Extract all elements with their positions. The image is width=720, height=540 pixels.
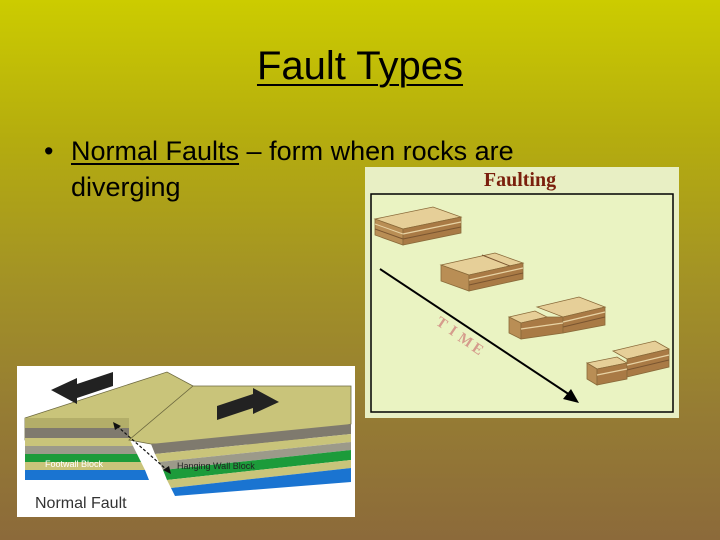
normal-fault-diagram: Footwall Block Hanging Wall Block Normal…	[17, 366, 355, 517]
bullet-marker: •	[44, 136, 54, 166]
bullet-term: Normal Faults	[71, 136, 240, 166]
rock-block-stage-1	[373, 206, 463, 246]
footwall-motion-arrow	[51, 372, 113, 404]
bullet-normal-faults: • Normal Faults – form when rocks are div…	[44, 133, 644, 205]
time-arrow-head	[563, 389, 579, 403]
bullet-text: Normal Faults – form when rocks are diver…	[71, 133, 644, 205]
rock-block-stage-3	[507, 296, 607, 340]
fault-arrow-down	[163, 466, 171, 474]
footwall-block	[24, 371, 194, 480]
fault-arrow-up	[113, 422, 121, 430]
time-arrow-line	[379, 268, 574, 398]
faulting-diagram: Faulting T I M E	[365, 167, 679, 418]
rock-block-stage-2	[439, 252, 525, 292]
faulting-title: Faulting	[484, 169, 556, 191]
fault-plane-line	[116, 425, 168, 471]
faulting-diagram-svg: Faulting T I M E	[365, 167, 679, 418]
hanging-wall-block	[128, 385, 352, 496]
rock-block-stage-4	[585, 340, 671, 386]
bullet-rest-line2: diverging	[71, 172, 181, 202]
slide-title: Fault Types	[256, 44, 464, 88]
hanging-wall-motion-arrow	[217, 388, 279, 420]
hanging-wall-label: Hanging Wall Block	[177, 461, 255, 471]
normal-fault-diagram-svg: Footwall Block Hanging Wall Block Normal…	[17, 366, 355, 517]
bullet-rest-line1: – form when rocks are	[239, 136, 514, 166]
normal-fault-caption: Normal Fault	[35, 495, 127, 512]
footwall-label: Footwall Block	[45, 459, 104, 469]
